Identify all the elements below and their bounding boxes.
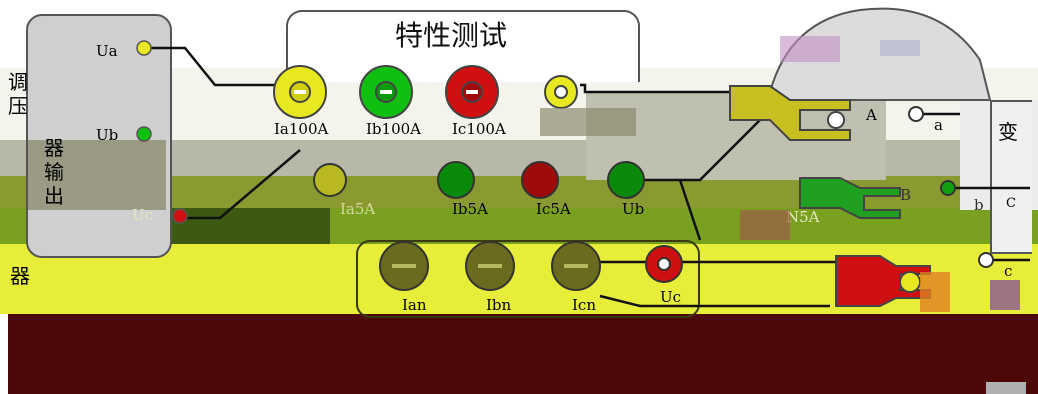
regulator-side-label: 器 (10, 264, 30, 288)
transformer-primary-c: C (1006, 196, 1016, 211)
clamp-c (835, 255, 931, 307)
transformer-secondary-c: c (1004, 262, 1013, 280)
terminal-ic100a (445, 65, 499, 119)
transformer-label: 变 (998, 120, 1018, 144)
background-band-dark (8, 314, 1038, 394)
wire-mid-link (678, 179, 702, 241)
wire-top-bus (580, 83, 730, 94)
noise-block (540, 108, 636, 136)
transformer-box (990, 100, 1032, 254)
panel-title: 特性测试 (395, 19, 508, 52)
terminal-label-uc: Uc (660, 288, 682, 306)
port-ub-terminal (136, 126, 152, 142)
transformer-primary-a: A (866, 106, 877, 124)
port-uc-terminal (172, 208, 188, 224)
terminal-top-small (544, 75, 578, 109)
terminal-ub (607, 161, 645, 199)
terminal-label-ub: Ub (622, 200, 645, 218)
terminal-ibn (465, 241, 515, 291)
terminal-label-ic5a: Ic5A (536, 200, 571, 218)
port-label-ua: Ua (96, 42, 118, 60)
wire-uc (180, 149, 301, 220)
port-label-uc: Uc (132, 206, 154, 224)
terminal-icn (551, 241, 601, 291)
noise-block (740, 210, 790, 240)
transformer-secondary-a: a (934, 116, 943, 134)
regulator-label-char-4: 输 (44, 160, 64, 184)
terminal-label-n5a: N5A (786, 208, 820, 226)
regulator-label-char-5: 出 (44, 184, 64, 208)
terminal-label-ian: Ian (402, 296, 427, 314)
terminal-ian (379, 241, 429, 291)
terminal-ib100a (359, 65, 413, 119)
clamp-b (799, 177, 901, 219)
terminal-ia100a (273, 65, 327, 119)
noise-block (780, 36, 840, 62)
noise-block (986, 382, 1026, 394)
wire-ua (150, 46, 290, 87)
transformer-secondary-b: b (974, 196, 984, 214)
terminal-ia5a (313, 163, 347, 197)
terminal-label-ia100a: Ia100A (274, 120, 329, 138)
terminal-label-ic100a: Ic100A (452, 120, 506, 138)
terminal-ic5a (521, 161, 559, 199)
noise-block (920, 272, 950, 312)
terminal-label-ib5a: Ib5A (452, 200, 488, 218)
terminal-label-ia5a: Ia5A (340, 200, 376, 218)
test-panel-lower (356, 240, 700, 318)
terminal-uc (645, 245, 683, 283)
regulator-label-char-1: 调 (8, 70, 28, 94)
regulator-label-char-2: 压 (8, 94, 28, 118)
transformer-secondary-a-terminal (908, 106, 924, 122)
noise-block (880, 40, 920, 56)
transformer-secondary-b-terminal (940, 180, 956, 196)
noise-block (990, 280, 1020, 310)
wire-icn (599, 294, 830, 308)
regulator-box-lower (28, 140, 166, 210)
regulator-label-char-3: 器 (44, 136, 64, 160)
terminal-ib5a (437, 161, 475, 199)
terminal-label-ib100a: Ib100A (366, 120, 421, 138)
port-label-ub: Ub (96, 126, 119, 144)
terminal-label-icn: Icn (572, 296, 596, 314)
wire-ub (630, 119, 761, 182)
transformer-secondary-c-terminal (978, 252, 994, 268)
terminal-label-ibn: Ibn (486, 296, 512, 314)
clamp-a (729, 85, 851, 141)
port-ua-terminal (136, 40, 152, 56)
transformer-primary-b: B (900, 186, 912, 204)
